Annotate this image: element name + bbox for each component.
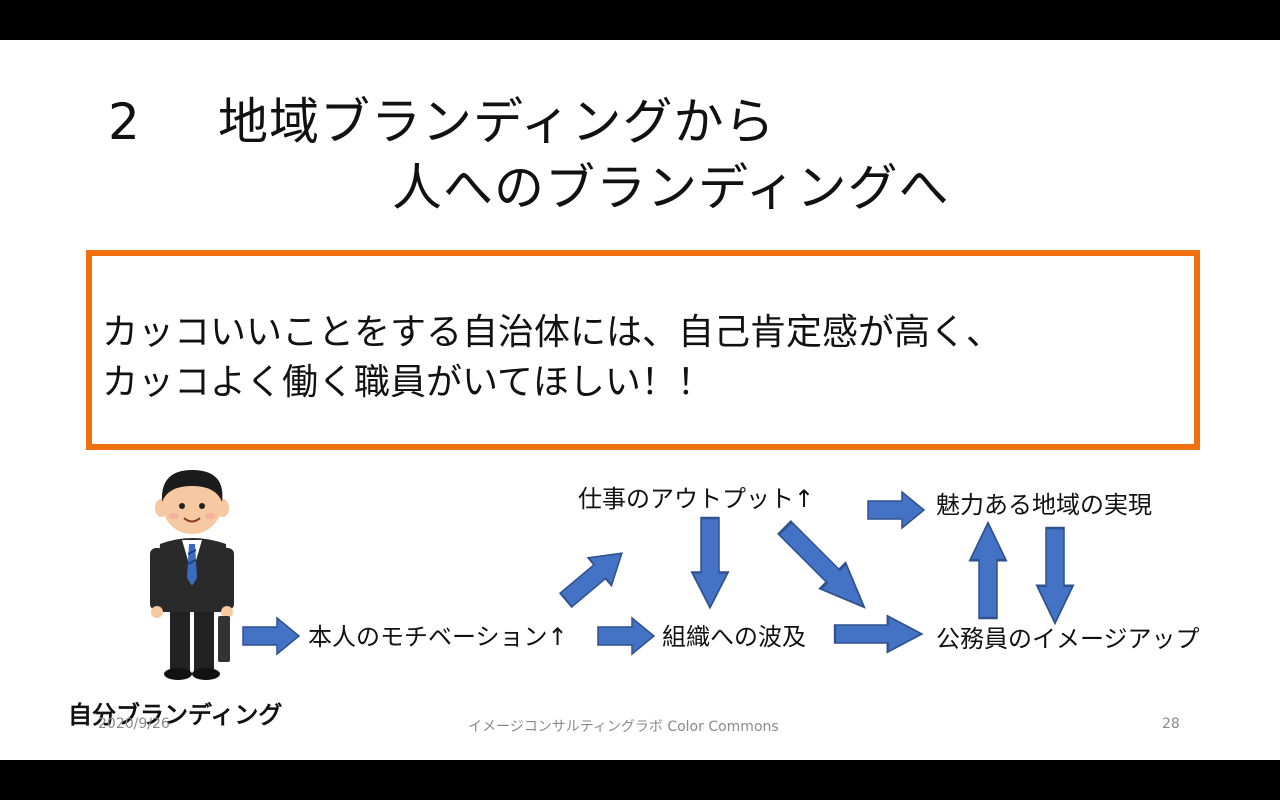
- businessman-illustration: [150, 470, 234, 680]
- title-text-1: 地域ブランディングから: [218, 93, 776, 151]
- arrow-output-to-organization: [690, 516, 730, 609]
- message-line-2: カッコよく働く職員がいてほしい！！: [102, 362, 713, 403]
- presentation-slide: 2 地域ブランディングから 人へのブランディングへ カッコいいことをする自治体には…: [0, 40, 1280, 760]
- arrow-to-motivation: [242, 617, 300, 655]
- arrow-organization-to-staff-image: [833, 614, 923, 654]
- arrow-motivation-to-organization: [597, 617, 655, 655]
- title-number: 2: [108, 93, 141, 151]
- top-letterbox-bar: [0, 0, 1280, 40]
- message-box: カッコいいことをする自治体には、自己肯定感が高く、 カッコよく働く職員がいてほし…: [86, 250, 1200, 450]
- self-branding-label: 自分ブランディング: [68, 701, 283, 729]
- node-staff-image: 公務員のイメージアップ: [936, 625, 1200, 653]
- footer-page-number: 28: [1162, 716, 1180, 732]
- message-line-1: カッコいいことをする自治体には、自己肯定感が高く、: [102, 312, 1003, 353]
- arrow-region-to-staff-image: [1035, 526, 1075, 625]
- footer-organization: イメージコンサルティングラボ Color Commons: [468, 719, 779, 735]
- slide-title-line-1: 2 地域ブランディングから: [108, 92, 776, 152]
- node-work-output: 仕事のアウトプット↑: [578, 485, 815, 513]
- arrow-output-to-region: [867, 491, 925, 529]
- footer-date: 2020/9/26: [98, 716, 170, 732]
- node-motivation: 本人のモチベーション↑: [308, 623, 568, 651]
- arrow-motivation-to-output: [553, 538, 635, 615]
- slide-title-line-2: 人へのブランディングへ: [392, 159, 950, 217]
- arrow-output-to-staff-image: [771, 514, 879, 622]
- node-organization: 組織への波及: [662, 623, 806, 651]
- node-attractive-region: 魅力ある地域の実現: [936, 491, 1152, 519]
- bottom-letterbox-bar: [0, 760, 1280, 800]
- arrow-staff-image-to-region: [968, 521, 1008, 620]
